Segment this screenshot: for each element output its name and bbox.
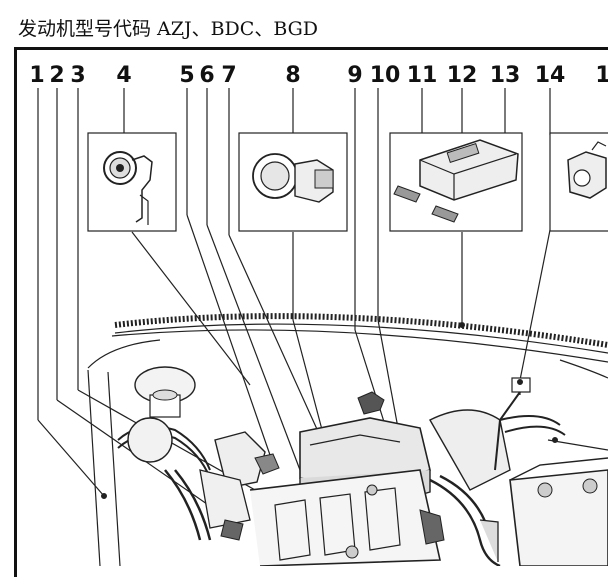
callout-number-7: 7 (221, 63, 236, 88)
callout-number-1: 1 (29, 63, 44, 88)
diagram-caption: 发动机型号代码 AZJ、BDC、BGD (18, 18, 319, 40)
callout-number-9: 9 (347, 63, 362, 88)
callout-number-5: 5 (179, 63, 194, 88)
callout-number-3: 3 (70, 63, 85, 88)
callout-number-8: 8 (285, 63, 300, 88)
detail-box-throttle-valve (238, 132, 348, 232)
engine-bay-illustration (87, 313, 608, 566)
diagram-frame (14, 47, 608, 577)
leader-lines (37, 88, 608, 531)
detail-box-camshaft-sensor (87, 132, 177, 232)
callout-number-15: 1 (595, 63, 608, 88)
callout-number-2: 2 (49, 63, 64, 88)
callout-number-4: 4 (116, 63, 131, 88)
detail-box-engine-control-unit (389, 132, 523, 232)
callout-number-10: 10 (370, 63, 401, 88)
callout-number-6: 6 (199, 63, 214, 88)
callout-number-13: 13 (490, 63, 521, 88)
detail-box-coolant-flange (549, 132, 608, 232)
callout-number-11: 11 (407, 63, 438, 88)
callout-number-14: 14 (535, 63, 566, 88)
callout-number-12: 12 (447, 63, 478, 88)
